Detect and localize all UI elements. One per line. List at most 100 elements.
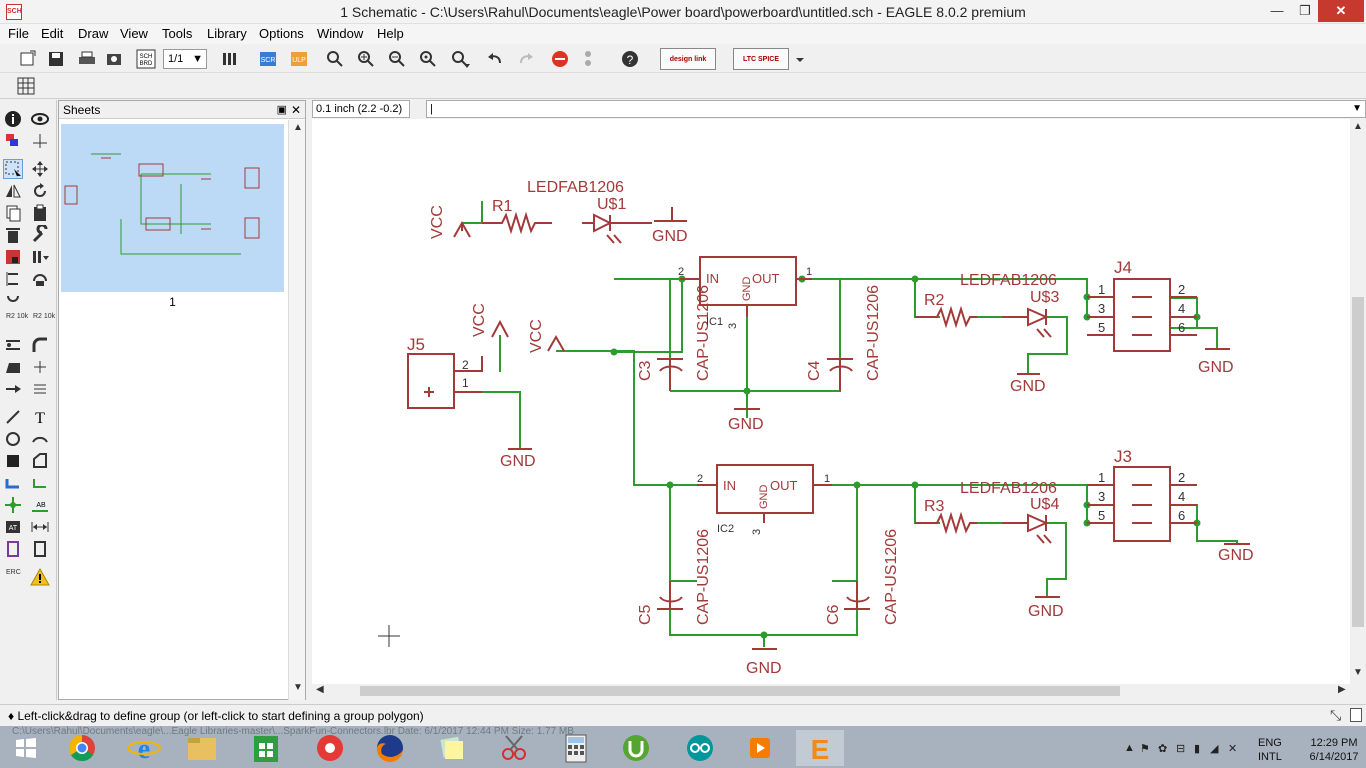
cam-icon[interactable] [104, 49, 124, 69]
menu-edit[interactable]: Edit [41, 26, 64, 41]
menu-window[interactable]: Window [317, 26, 364, 41]
arc-icon[interactable] [30, 429, 50, 449]
group-select-icon[interactable] [3, 159, 23, 179]
rotate-icon[interactable] [30, 181, 50, 201]
canvas-vertical-scrollbar[interactable]: ▲ ▼ [1350, 119, 1366, 684]
scroll-left-icon[interactable]: ◀ [316, 684, 324, 695]
delete-icon[interactable] [3, 225, 23, 245]
errors-warning-icon[interactable] [30, 567, 50, 587]
move-icon[interactable] [30, 159, 50, 179]
minimize-button[interactable]: — [1270, 3, 1284, 18]
zoom-redraw-icon[interactable] [418, 49, 438, 69]
gateswap-icon[interactable] [30, 269, 50, 289]
taskbar-clock[interactable]: 12:29 PM 6/14/2017 [1304, 736, 1364, 764]
redo-icon[interactable] [516, 49, 536, 69]
scroll-right-icon[interactable]: ▶ [1338, 684, 1346, 695]
chrome-icon[interactable] [58, 730, 106, 766]
menu-tools[interactable]: Tools [162, 26, 193, 41]
copy-icon[interactable] [3, 203, 23, 223]
scroll-down-icon[interactable]: ▼ [1353, 667, 1363, 678]
menu-help[interactable]: Help [377, 26, 404, 41]
sheet-thumbnail[interactable] [61, 124, 284, 292]
volume-muted-icon[interactable]: ✕ [1228, 743, 1238, 755]
use-library-icon[interactable] [220, 49, 240, 69]
close-panel-icon[interactable]: ✕ [290, 103, 301, 117]
show-icon[interactable] [30, 109, 50, 129]
name-tool-label[interactable]: R2 10k [33, 313, 56, 320]
scroll-down-icon[interactable]: ▼ [293, 682, 303, 693]
circle-icon[interactable] [3, 429, 23, 449]
frame-icon[interactable] [3, 539, 23, 559]
bus-icon[interactable] [3, 473, 23, 493]
save-icon[interactable] [46, 49, 66, 69]
undo-icon[interactable] [485, 49, 505, 69]
ulp-icon[interactable]: ULP [289, 49, 309, 69]
line-icon[interactable] [3, 407, 23, 427]
zoom-out-icon[interactable] [387, 49, 407, 69]
slice-icon[interactable] [3, 357, 23, 377]
horizontal-scroll-thumb[interactable] [360, 686, 1120, 696]
menu-file[interactable]: File [8, 26, 29, 41]
modules-icon[interactable] [30, 539, 50, 559]
input-language[interactable]: ENG INTL [1258, 737, 1282, 763]
canvas-horizontal-scrollbar[interactable]: ◀ ▶ [312, 684, 1352, 698]
info-icon[interactable] [3, 109, 23, 129]
value-tool-label[interactable]: R2 10k [6, 313, 29, 320]
grid-icon[interactable] [16, 76, 36, 96]
net-icon[interactable] [30, 473, 50, 493]
scroll-up-icon[interactable]: ▲ [293, 122, 303, 133]
ltspice-dropdown-icon[interactable] [790, 49, 804, 69]
sticky-notes-icon[interactable] [428, 730, 476, 766]
tray-app-icon[interactable]: ✿ [1158, 743, 1168, 755]
bus-align-icon[interactable] [30, 379, 50, 399]
sheet-select[interactable]: 1/1▼ [163, 49, 207, 69]
internet-explorer-icon[interactable]: e [120, 730, 168, 766]
eagle-taskbar-icon[interactable]: E [796, 730, 844, 766]
script-icon[interactable]: SCR [258, 49, 278, 69]
firefox-icon[interactable] [366, 730, 414, 766]
stop-command-icon[interactable] [1350, 708, 1362, 722]
design-link-button[interactable]: design link [660, 48, 716, 70]
arduino-icon[interactable] [676, 730, 724, 766]
action-center-flag-icon[interactable]: ⚑ [1140, 743, 1150, 755]
attribute-tool[interactable]: AT [3, 517, 23, 537]
zoom-select-icon[interactable] [450, 49, 470, 69]
help-icon[interactable]: ? [620, 49, 640, 69]
erc-tool-label[interactable]: ERC [6, 569, 21, 576]
zoom-in-icon[interactable] [356, 49, 376, 69]
float-panel-icon[interactable]: ▣ [276, 104, 287, 116]
paste-icon[interactable] [30, 203, 50, 223]
optimize-icon[interactable] [30, 357, 50, 377]
add-part-icon[interactable] [3, 247, 23, 267]
menu-options[interactable]: Options [259, 26, 304, 41]
open-icon[interactable] [18, 49, 38, 69]
start-windows-icon[interactable] [2, 730, 50, 766]
usb-icon[interactable]: ⊟ [1176, 743, 1186, 755]
utorrent-icon[interactable] [612, 730, 660, 766]
miter-icon[interactable] [30, 335, 50, 355]
sheet-number[interactable]: 1 [169, 295, 176, 309]
restore-button[interactable]: ❐ [1299, 3, 1311, 18]
text-icon[interactable]: T [30, 407, 50, 427]
split-icon[interactable] [3, 291, 23, 311]
battery-icon[interactable]: ▮ [1194, 743, 1201, 755]
mirror-icon[interactable] [3, 181, 23, 201]
ltspice-button[interactable]: LTC SPICE [733, 48, 789, 70]
tray-expand-icon[interactable]: ▲ [1124, 742, 1135, 754]
label-tool[interactable]: AB [30, 495, 50, 515]
file-explorer-icon[interactable] [178, 730, 226, 766]
mark-icon[interactable] [30, 131, 50, 151]
polygon-icon[interactable] [30, 451, 50, 471]
replace-icon[interactable] [30, 247, 50, 267]
wifi-icon[interactable]: ◢ [1210, 743, 1219, 755]
change-icon[interactable] [30, 223, 50, 245]
arc-ratsnest-icon[interactable] [3, 379, 23, 399]
go-icon[interactable] [578, 49, 598, 69]
media-player-icon[interactable] [736, 730, 784, 766]
display-layers-icon[interactable] [3, 131, 23, 151]
junction-icon[interactable] [3, 495, 23, 515]
dimension-icon[interactable] [30, 517, 50, 537]
snipping-tool-icon[interactable] [490, 730, 538, 766]
calculator-icon[interactable] [552, 730, 600, 766]
